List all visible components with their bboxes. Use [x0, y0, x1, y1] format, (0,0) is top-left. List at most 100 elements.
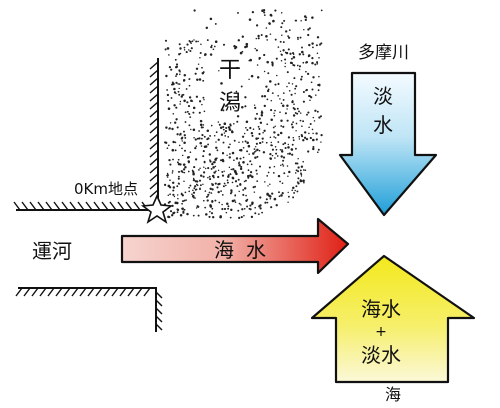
- bank-hatch-line: [47, 287, 55, 297]
- stipple-dot: [247, 169, 250, 172]
- stipple-dot: [232, 168, 235, 171]
- stipple-dot: [241, 50, 244, 53]
- wall-hatch-line: [149, 181, 159, 190]
- stipple-dot: [171, 81, 174, 84]
- stipple-dot: [277, 141, 280, 143]
- bank-hatch-line: [111, 287, 119, 297]
- stipple-dot: [183, 73, 187, 77]
- stipple-dot: [277, 133, 280, 137]
- stipple-dot: [228, 166, 231, 169]
- stipple-dot: [171, 127, 174, 131]
- stipple-dot: [221, 208, 223, 210]
- stipple-dot: [186, 110, 189, 113]
- stipple-dot: [199, 57, 201, 59]
- stipple-dot: [226, 181, 229, 184]
- stipple-dot: [296, 112, 299, 115]
- stipple-dot: [199, 141, 202, 145]
- stipple-dot: [242, 188, 245, 191]
- stipple-dot: [243, 132, 246, 135]
- stipple-dot: [179, 103, 181, 105]
- stipple-dot: [246, 141, 249, 145]
- stipple-dot: [164, 39, 168, 42]
- stipple-dot: [214, 158, 217, 161]
- stipple-dot: [302, 160, 304, 163]
- stipple-dot: [271, 192, 274, 195]
- stipple-dot: [238, 163, 241, 167]
- stipple-dot: [183, 134, 186, 137]
- stipple-dot: [258, 56, 261, 60]
- stipple-dot: [291, 189, 294, 192]
- stipple-dot: [269, 80, 272, 83]
- stipple-dot: [297, 166, 300, 169]
- bank-hatch-line: [155, 291, 163, 299]
- stipple-dot: [199, 187, 201, 190]
- stipple-dot: [209, 17, 213, 21]
- stipple-dot: [283, 172, 286, 175]
- stipple-dot: [167, 194, 170, 196]
- stipple-dot: [201, 137, 203, 140]
- stipple-dot: [294, 189, 296, 192]
- stipple-dot: [229, 192, 232, 195]
- stipple-dot: [201, 134, 203, 136]
- stipple-dot: [175, 118, 178, 121]
- stipple-dot: [292, 139, 295, 142]
- stipple-dot: [254, 212, 257, 215]
- stipple-dot: [183, 180, 185, 182]
- stipple-dot: [282, 143, 285, 146]
- stipple-dot: [294, 87, 297, 90]
- stipple-dot: [248, 18, 252, 21]
- stipple-dot: [217, 190, 220, 194]
- tideland-label-1: 干: [219, 58, 241, 83]
- stipple-dot: [282, 125, 285, 128]
- stipple-dot: [250, 74, 254, 78]
- stipple-dot: [282, 98, 285, 101]
- stipple-dot: [261, 110, 263, 113]
- stipple-dot: [172, 158, 174, 161]
- stipple-dot: [216, 149, 219, 152]
- stipple-dot: [221, 174, 225, 177]
- stipple-dot: [243, 187, 247, 190]
- stipple-dot: [281, 182, 284, 185]
- stipple-dot: [228, 156, 231, 159]
- bank-hatch-line: [135, 287, 143, 297]
- stipple-dot: [209, 160, 212, 163]
- stipple-dot: [172, 211, 175, 215]
- stipple-dot: [294, 92, 296, 95]
- stipple-dot: [238, 216, 241, 220]
- stipple-dot: [267, 171, 270, 174]
- stipple-dot: [280, 150, 284, 153]
- stipple-dot: [299, 169, 302, 172]
- stipple-dot: [223, 132, 226, 134]
- stipple-dot: [198, 179, 202, 182]
- stipple-dot: [284, 142, 287, 145]
- stipple-dot: [174, 58, 177, 61]
- stipple-dot: [181, 207, 184, 210]
- stipple-dot: [239, 167, 243, 171]
- stipple-dot: [271, 64, 274, 67]
- stipple-dot: [170, 68, 173, 71]
- stipple-dot: [194, 146, 197, 150]
- stipple-dot: [179, 213, 183, 217]
- bank-hatch-line: [55, 287, 63, 297]
- stipple-dot: [255, 150, 257, 152]
- stipple-dot: [282, 92, 285, 94]
- stipple-dot: [266, 60, 269, 64]
- stipple-dot: [197, 40, 199, 43]
- stipple-dot: [229, 153, 231, 155]
- stipple-dot: [287, 191, 289, 194]
- stipple-dot: [268, 166, 271, 169]
- stipple-dot: [271, 148, 274, 151]
- stipple-dot: [166, 174, 168, 177]
- stipple-dot: [302, 120, 305, 123]
- stipple-dot: [288, 29, 291, 31]
- stipple-dot: [311, 16, 314, 19]
- bank-hatch-line: [79, 287, 87, 297]
- stipple-dot: [202, 96, 205, 99]
- stipple-dot: [231, 151, 235, 155]
- stipple-dot: [280, 12, 283, 14]
- stipple-dot: [295, 85, 298, 88]
- stipple-dot: [255, 142, 258, 145]
- stipple-dot: [196, 78, 199, 81]
- stipple-dot: [176, 65, 179, 68]
- stipple-dot: [279, 111, 281, 113]
